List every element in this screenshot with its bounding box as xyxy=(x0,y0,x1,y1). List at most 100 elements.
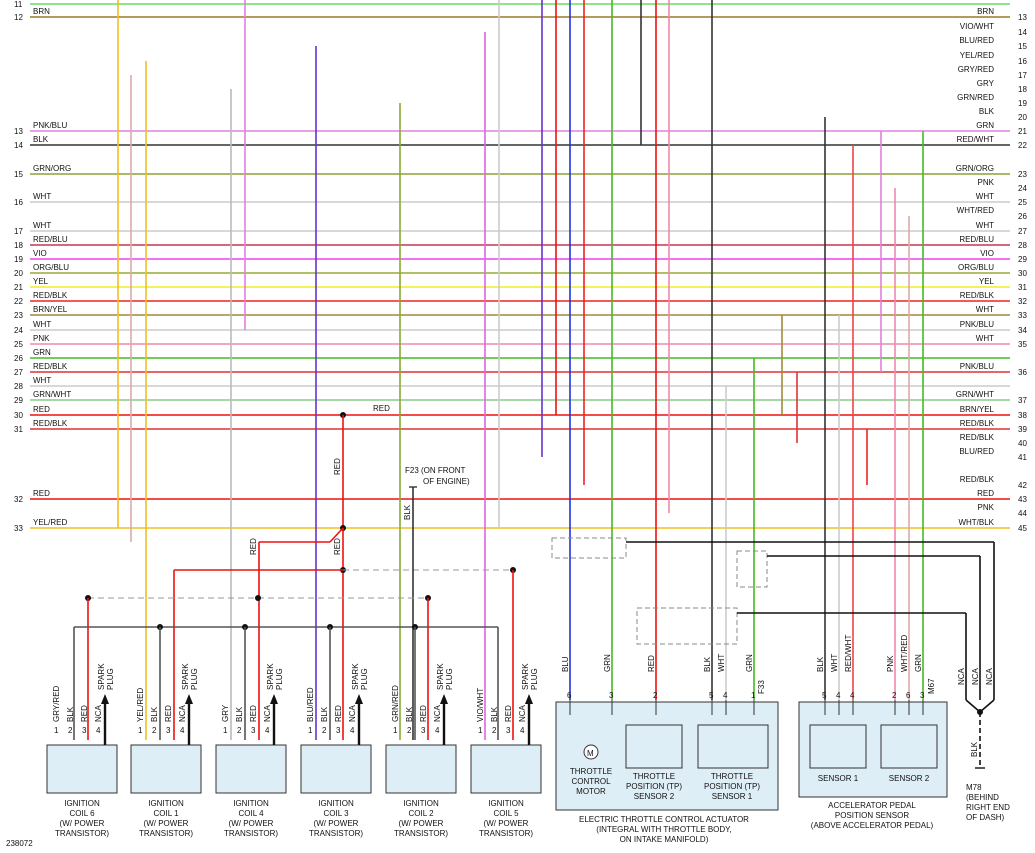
coil-wire-label: SPARK xyxy=(436,663,445,690)
coil-wire-label: BLK xyxy=(150,706,159,722)
left-wire-number: 13 xyxy=(14,127,23,136)
right-wire-label: RED/BLK xyxy=(960,433,995,442)
coil-pin-number: 1 xyxy=(393,726,398,735)
coil-pin-number: 3 xyxy=(506,726,511,735)
left-wire-number: 27 xyxy=(14,368,23,377)
coil-pin-number: 3 xyxy=(166,726,171,735)
left-wire-number: 26 xyxy=(14,354,23,363)
coil-pin-number: 2 xyxy=(322,726,327,735)
throttle-wire-label: RED xyxy=(647,655,656,672)
left-wire-label: WHT xyxy=(33,192,51,201)
left-wire-label: VIO xyxy=(33,249,47,258)
arrow-icon xyxy=(525,694,533,704)
shield-join xyxy=(979,699,995,713)
shield-join xyxy=(965,699,981,713)
diagram-id: 238072 xyxy=(6,839,33,848)
coil-wire-label: SPARK xyxy=(351,663,360,690)
coil-wire-label: BLU/RED xyxy=(306,687,315,722)
coil-name: COIL 2 xyxy=(408,809,434,818)
nca-label: NCA xyxy=(971,667,980,685)
app-pin-number: 4 xyxy=(850,691,855,700)
coil-pin-number: 2 xyxy=(152,726,157,735)
wire-label-red: RED xyxy=(373,404,390,413)
app-wire-label: RED/WHT xyxy=(844,635,853,672)
right-wire-number: 23 xyxy=(1018,170,1027,179)
shield-ellipse xyxy=(551,537,627,559)
throttle-pin-number: 3 xyxy=(609,691,614,700)
coil-pin-number: 1 xyxy=(138,726,143,735)
right-wire-label: WHT/BLK xyxy=(958,518,994,527)
right-wire-number: 19 xyxy=(1018,99,1027,108)
right-wire-number: 17 xyxy=(1018,71,1027,80)
ground-label: OF ENGINE) xyxy=(423,477,470,486)
app-pin-number: 2 xyxy=(892,691,897,700)
app-sensor-1-box xyxy=(809,724,867,769)
coil-wire-label: PLUG xyxy=(530,668,539,690)
coil-pin-number: 3 xyxy=(421,726,426,735)
coil-pin-number: 1 xyxy=(478,726,483,735)
right-wire-label: BLK xyxy=(979,107,995,116)
right-wire-number: 39 xyxy=(1018,425,1027,434)
coil-wire-label: RED xyxy=(419,705,428,722)
motor-symbol: M xyxy=(587,749,594,758)
right-wire-number: 33 xyxy=(1018,311,1027,320)
tp1-label: POSITION (TP) xyxy=(704,782,760,791)
coil-wire-label: RED xyxy=(249,705,258,722)
right-wire-label: GRN/WHT xyxy=(956,390,994,399)
left-wire-number: 11 xyxy=(14,0,23,9)
coil-pin-number: 2 xyxy=(492,726,497,735)
left-wire-label: RED xyxy=(33,489,50,498)
coil-wire-label: NCA xyxy=(518,704,527,722)
left-wire-number: 28 xyxy=(14,382,23,391)
coil-note: (W/ POWER xyxy=(314,819,359,828)
coil-pin-number: 2 xyxy=(68,726,73,735)
throttle-title: (INTEGRAL WITH THROTTLE BODY, xyxy=(596,825,731,834)
coil-pin-number: 3 xyxy=(251,726,256,735)
app-wire-label: WHT xyxy=(830,654,839,672)
coil-note: TRANSISTOR) xyxy=(309,829,363,838)
right-wire-label: RED/BLK xyxy=(960,475,995,484)
m78-label: OF DASH) xyxy=(966,813,1005,822)
throttle-wire-label: BLK xyxy=(703,656,712,672)
left-wire-label: BRN/YEL xyxy=(33,305,68,314)
arrow-icon xyxy=(101,694,109,704)
throttle-wire-label: GRN xyxy=(603,654,612,672)
left-wire-label: ORG/BLU xyxy=(33,263,69,272)
coil-wire-label: GRY xyxy=(221,704,230,722)
coil-note: TRANSISTOR) xyxy=(55,829,109,838)
right-wire-number: 15 xyxy=(1018,42,1027,51)
coil-wire-label: RED xyxy=(504,705,513,722)
right-wire-label: YEL xyxy=(979,277,995,286)
right-wire-label: GRN/RED xyxy=(957,93,994,102)
throttle-motor-label: MOTOR xyxy=(576,787,606,796)
splice-node xyxy=(255,595,261,601)
right-wire-label: WHT xyxy=(976,334,994,343)
left-wire-number: 31 xyxy=(14,425,23,434)
throttle-wire-label: GRN xyxy=(745,654,754,672)
arrow-icon xyxy=(185,694,193,704)
ignition-coil-box xyxy=(385,744,457,794)
tp-sensor-1-box xyxy=(697,724,769,769)
left-wire-label: RED/BLK xyxy=(33,362,68,371)
right-wire-label: VIO/WHT xyxy=(960,22,994,31)
left-wire-number: 16 xyxy=(14,198,23,207)
motor-icon xyxy=(583,744,599,760)
coil-note: (W/ POWER xyxy=(399,819,444,828)
right-wire-number: 40 xyxy=(1018,439,1027,448)
right-wire-label: PNK xyxy=(978,503,995,512)
ignition-coil-box xyxy=(46,744,118,794)
right-wire-number: 13 xyxy=(1018,13,1027,22)
throttle-wire-label: BLU xyxy=(561,656,570,672)
m78-label: RIGHT END xyxy=(966,803,1010,812)
coil-note: TRANSISTOR) xyxy=(224,829,278,838)
coil-wire-label: BLK xyxy=(405,706,414,722)
app-pin-number: 6 xyxy=(906,691,911,700)
right-wire-number: 38 xyxy=(1018,411,1027,420)
right-wire-label: GRN xyxy=(976,121,994,130)
app-title: ACCELERATOR PEDAL xyxy=(828,801,916,810)
coil-wire-label: NCA xyxy=(348,704,357,722)
left-wire-label: WHT xyxy=(33,320,51,329)
right-wire-label: PNK xyxy=(978,178,995,187)
right-wire-number: 26 xyxy=(1018,212,1027,221)
shield-ellipse xyxy=(736,550,768,588)
